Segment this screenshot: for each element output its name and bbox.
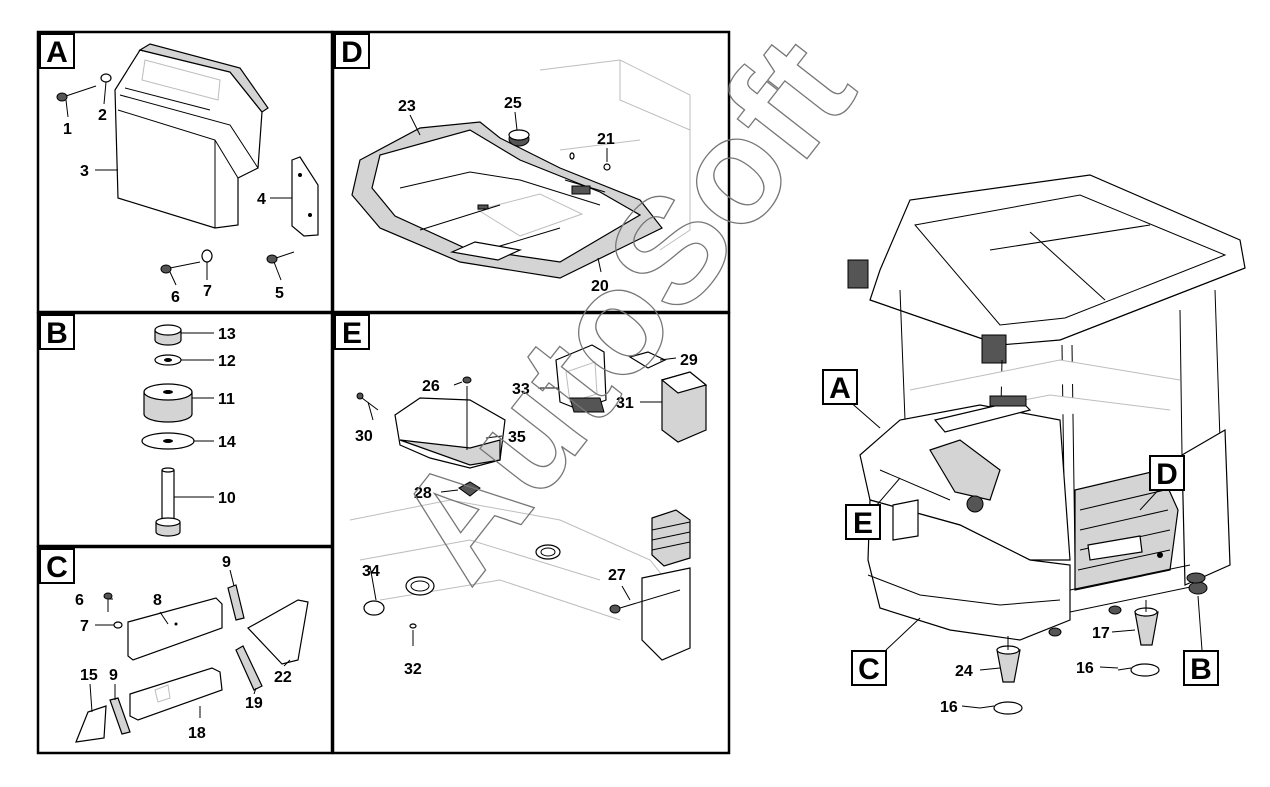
callout-d-21: 21 bbox=[597, 131, 615, 148]
callout-a-3: 3 bbox=[80, 163, 89, 180]
callout-c-9-lower: 9 bbox=[109, 667, 118, 684]
svg-text:A: A bbox=[829, 372, 851, 405]
callout-overview-24: 24 bbox=[955, 663, 973, 680]
panel-a-leaders bbox=[65, 81, 292, 286]
panel-a-drawing bbox=[56, 43, 319, 274]
callout-d-20: 20 bbox=[591, 278, 609, 295]
callout-c-18: 18 bbox=[188, 725, 206, 742]
callout-overview-17: 17 bbox=[1092, 625, 1110, 642]
callout-e-32: 32 bbox=[404, 661, 422, 678]
callout-a-2: 2 bbox=[98, 107, 107, 124]
overview-marker-a: A bbox=[822, 369, 858, 405]
callout-overview-16-right: 16 bbox=[1076, 660, 1094, 677]
panel-b-drawing bbox=[141, 324, 195, 537]
panel-e-label: E bbox=[334, 314, 370, 350]
callout-e-30: 30 bbox=[355, 428, 373, 445]
callout-e-35: 35 bbox=[508, 429, 526, 446]
callout-b-14: 14 bbox=[218, 434, 236, 451]
panel-b-leaders bbox=[174, 332, 214, 498]
callout-c-7: 7 bbox=[80, 618, 89, 635]
panel-e-drawing bbox=[349, 344, 708, 661]
svg-text:C: C bbox=[858, 653, 880, 686]
panel-c-leaders bbox=[89, 569, 291, 718]
panel-e-leaders bbox=[367, 357, 677, 646]
callout-a-1: 1 bbox=[63, 121, 72, 138]
panel-c-drawing bbox=[75, 584, 309, 743]
callout-b-10: 10 bbox=[218, 490, 236, 507]
callout-e-34: 34 bbox=[362, 563, 380, 580]
callout-e-29: 29 bbox=[680, 352, 698, 369]
callout-e-33: 33 bbox=[512, 381, 530, 398]
panel-b-label: B bbox=[39, 314, 75, 350]
callout-d-25: 25 bbox=[504, 95, 522, 112]
overview-marker-e: E bbox=[845, 504, 881, 540]
panel-d-label: D bbox=[334, 33, 370, 69]
callout-e-27: 27 bbox=[608, 567, 626, 584]
callout-c-6: 6 bbox=[75, 592, 84, 609]
panel-e-frame bbox=[331, 311, 731, 755]
callout-a-7: 7 bbox=[203, 283, 212, 300]
callout-b-11: 11 bbox=[218, 391, 235, 408]
callout-e-31: 31 bbox=[616, 395, 634, 412]
svg-text:B: B bbox=[46, 317, 68, 350]
callout-c-15: 15 bbox=[80, 667, 98, 684]
callout-a-6: 6 bbox=[171, 289, 180, 306]
cab-overview-drawing bbox=[847, 174, 1246, 715]
svg-text:D: D bbox=[341, 36, 363, 69]
panel-c-frame bbox=[36, 545, 334, 755]
panel-d-leaders bbox=[409, 111, 608, 273]
callout-d-23: 23 bbox=[398, 98, 416, 115]
callout-b-12: 12 bbox=[218, 353, 236, 370]
panel-b-frame bbox=[36, 311, 334, 548]
callout-e-26: 26 bbox=[422, 378, 440, 395]
svg-text:E: E bbox=[853, 507, 873, 540]
panel-a-label: A bbox=[39, 33, 75, 69]
callout-e-28: 28 bbox=[414, 485, 432, 502]
svg-text:B: B bbox=[1190, 653, 1212, 686]
callout-c-8: 8 bbox=[153, 592, 162, 609]
svg-text:E: E bbox=[342, 317, 362, 350]
callout-c-19: 19 bbox=[245, 695, 263, 712]
svg-text:C: C bbox=[46, 551, 68, 584]
svg-text:D: D bbox=[1156, 458, 1178, 491]
overview-marker-c: C bbox=[851, 650, 887, 686]
svg-text:A: A bbox=[46, 36, 68, 69]
callout-c-22: 22 bbox=[274, 669, 292, 686]
overview-marker-b: B bbox=[1183, 650, 1219, 686]
callout-a-4: 4 bbox=[257, 191, 266, 208]
callout-a-5: 5 bbox=[275, 285, 284, 302]
callout-b-13: 13 bbox=[218, 326, 236, 343]
callout-overview-16-left: 16 bbox=[940, 699, 958, 716]
panel-d-drawing bbox=[351, 59, 691, 279]
panel-c-label: C bbox=[39, 548, 75, 584]
overview-marker-d: D bbox=[1149, 455, 1185, 491]
callout-c-9-top: 9 bbox=[222, 554, 231, 571]
